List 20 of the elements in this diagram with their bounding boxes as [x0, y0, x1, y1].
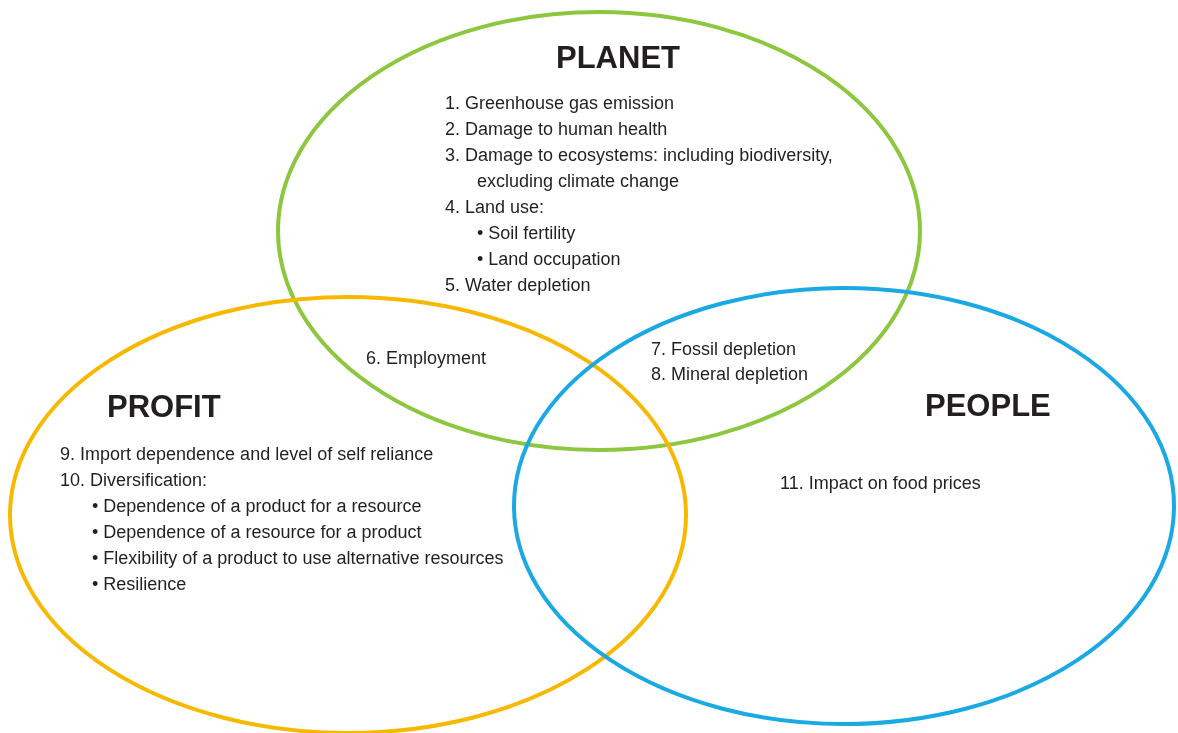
bullet-item: • Dependence of a resource for a product: [91, 521, 423, 544]
list-item: 5. Water depletion: [445, 274, 592, 297]
circle-heading: PLANET: [556, 40, 680, 76]
overlap-item: 6. Employment: [366, 347, 487, 370]
bullet-item: • Land occupation: [476, 248, 622, 271]
circle-heading: PEOPLE: [925, 388, 1051, 424]
bullet-item: • Dependence of a product for a resource: [91, 495, 423, 518]
overlap-item: 7. Fossil depletion: [651, 338, 797, 361]
list-item: 9. Import dependence and level of self reliance: [60, 443, 435, 466]
list-item: 11. Impact on food prices: [780, 472, 982, 495]
circle-heading: PROFIT: [107, 389, 221, 425]
bullet-item: • Resilience: [91, 573, 188, 596]
bullet-item: • Flexibility of a product to use alternative resources: [91, 547, 505, 570]
list-item: 4. Land use:: [445, 196, 546, 219]
list-item: 2. Damage to human health: [445, 118, 669, 141]
bullet-item: • Soil fertility: [476, 222, 577, 245]
list-item: 1. Greenhouse gas emission: [445, 92, 676, 115]
list-item: 3. Damage to ecosystems: including biodiversity, excluding climate change: [445, 144, 834, 193]
overlap-item: 8. Mineral depletion: [651, 363, 809, 386]
list-item: 10. Diversification:: [60, 469, 209, 492]
